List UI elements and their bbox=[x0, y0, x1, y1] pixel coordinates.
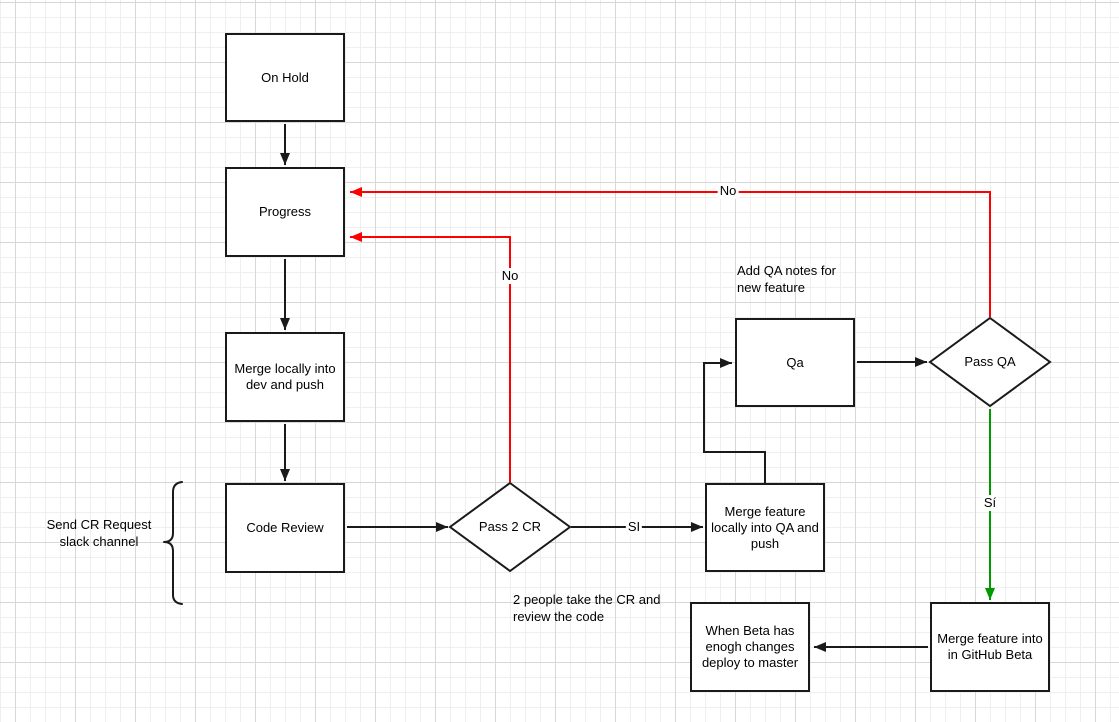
node-progress: Progress bbox=[225, 167, 345, 257]
edge-mergeqa-to-qa bbox=[703, 358, 766, 484]
edge-label-si-qa: Sí bbox=[981, 495, 999, 511]
node-code-review: Code Review bbox=[225, 483, 345, 573]
decision-pass-qa-shape bbox=[928, 316, 1052, 408]
node-progress-label: Progress bbox=[258, 204, 312, 219]
edge-passqa-no-to-progress bbox=[350, 187, 991, 317]
node-code-review-label: Code Review bbox=[246, 520, 324, 535]
node-qa: Qa bbox=[735, 318, 855, 407]
node-on-hold-label: On Hold bbox=[261, 69, 309, 85]
node-merge-dev: Merge locally into dev and push bbox=[225, 332, 345, 422]
node-merge-beta-label: Merge feature into in GitHub Beta bbox=[937, 631, 1043, 662]
node-on-hold: On Hold bbox=[225, 33, 345, 122]
node-when-beta: When Beta has enogh changes deploy to ma… bbox=[690, 602, 810, 692]
node-qa-label: Qa bbox=[786, 354, 804, 370]
annotation-add-qa-notes: Add QA notes for new feature bbox=[737, 263, 837, 295]
node-merge-dev-label: Merge locally into dev and push bbox=[234, 361, 336, 392]
node-merge-beta: Merge feature into in GitHub Beta bbox=[930, 602, 1050, 692]
edge-pass2cr-no-to-progress bbox=[350, 232, 511, 482]
node-when-beta-label: When Beta has enogh changes deploy to ma… bbox=[701, 623, 799, 670]
edge-label-no-mid: No bbox=[499, 268, 521, 284]
node-merge-qa-label: Merge feature locally into QA and push bbox=[711, 503, 819, 551]
curly-brace bbox=[163, 481, 183, 605]
annotation-send-cr-request: Send CR Request slack channel bbox=[46, 517, 152, 549]
annotation-two-people-cr: 2 people take the CR and review the code bbox=[513, 592, 661, 624]
node-merge-qa: Merge feature locally into QA and push bbox=[705, 483, 825, 572]
edge-label-si-cr: SI bbox=[625, 519, 643, 535]
decision-pass-2-cr-shape bbox=[448, 481, 572, 573]
edge-label-no-top: No bbox=[717, 183, 739, 199]
